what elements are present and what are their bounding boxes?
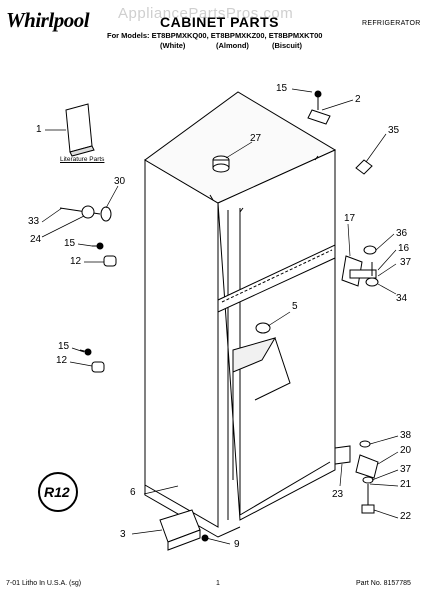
callout-9: 9 [234, 539, 240, 550]
callout-16: 16 [398, 243, 410, 254]
part-number: Part No. 8157785 [356, 580, 411, 587]
callout-24: 24 [30, 234, 42, 245]
callout-35: 35 [388, 125, 400, 136]
category-label: REFRIGERATOR [362, 20, 421, 27]
callout-37: 37 [400, 257, 412, 268]
callout-12: 12 [56, 355, 68, 366]
callout-5: 5 [292, 301, 298, 312]
callout-23: 23 [332, 489, 344, 500]
callout-3: 3 [120, 529, 126, 540]
callout-30: 30 [114, 176, 126, 187]
callout-34: 34 [396, 293, 408, 304]
models-line: For Models: ET8BPMXKQ00, ET8BPMXKZ00, ET… [107, 31, 323, 40]
litho-note: 7-01 Litho In U.S.A. (sg) [6, 580, 82, 587]
callout-27: 27 [250, 133, 262, 144]
callout-33: 33 [28, 216, 40, 227]
r12-stamp: R12 [44, 484, 70, 500]
color-biscuit: (Biscuit) [272, 41, 302, 50]
callout-15: 15 [58, 341, 70, 352]
callout-17: 17 [344, 213, 356, 224]
page-number: 1 [216, 580, 220, 587]
callout-12: 12 [70, 256, 82, 267]
literature-parts-label: Literature Parts [60, 156, 105, 163]
whirlpool-logo: Whirlpool [6, 8, 90, 32]
callout-15: 15 [64, 238, 76, 249]
page-title: CABINET PARTS [160, 14, 280, 30]
callout-36: 36 [396, 228, 408, 239]
color-white: (White) [160, 41, 186, 50]
callout-6: 6 [130, 487, 136, 498]
callout-21: 21 [400, 479, 412, 490]
callout-1: 1 [36, 124, 42, 135]
color-almond: (Almond) [216, 41, 249, 50]
callout-15: 15 [276, 83, 288, 94]
callout-2: 2 [355, 94, 361, 105]
callout-37: 37 [400, 464, 412, 475]
callout-22: 22 [400, 511, 412, 522]
callout-38: 38 [400, 430, 412, 441]
watermark: AppliancePartsPros.com [118, 5, 294, 22]
callout-20: 20 [400, 445, 412, 456]
